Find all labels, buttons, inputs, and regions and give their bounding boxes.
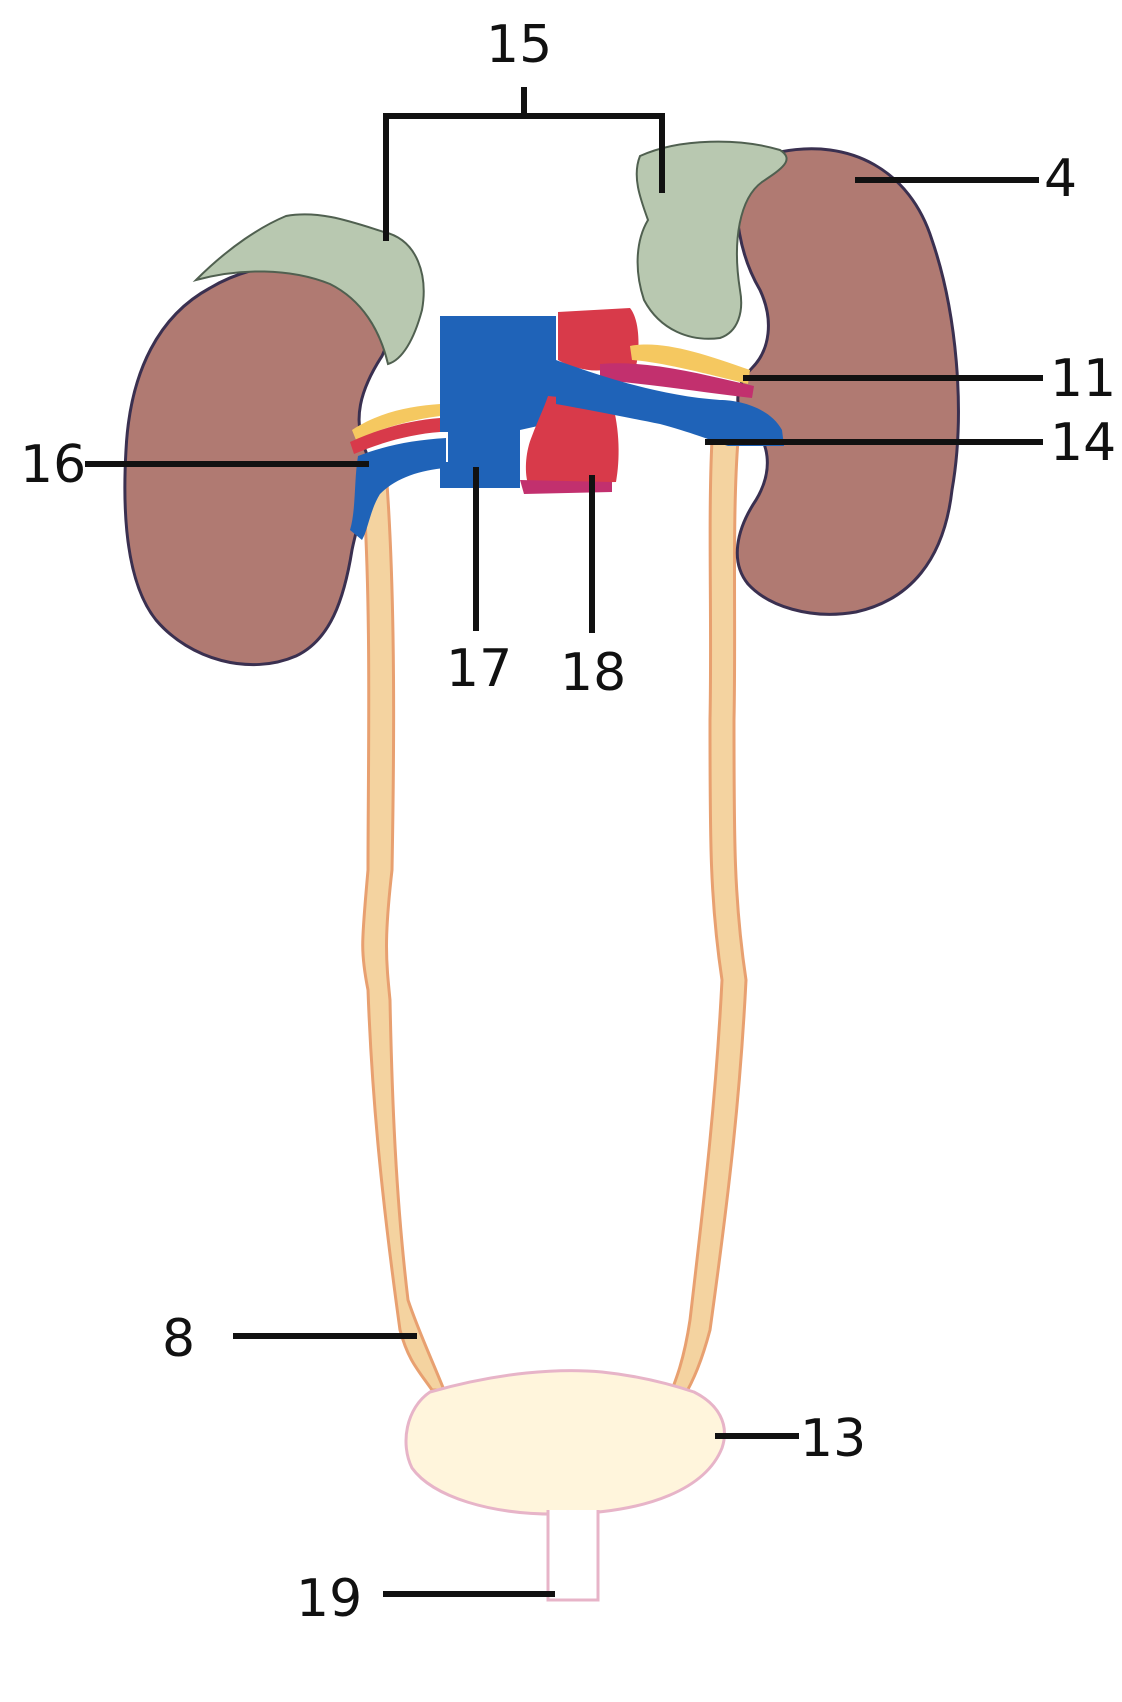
right-ureter [668,440,746,1400]
label-8: 8 [162,1309,195,1369]
urinary-bladder [406,1371,724,1515]
left-ureter [362,470,444,1390]
label-19: 19 [296,1569,362,1629]
label-14: 14 [1050,413,1116,473]
aorta-upper [558,308,638,371]
label-11: 11 [1050,349,1116,409]
aorta-wall-highlight [520,480,612,494]
label-16: 16 [20,435,86,495]
label-4: 4 [1044,149,1077,209]
urethra [548,1510,598,1600]
label-18: 18 [560,643,626,703]
label-15-bracket [386,90,662,238]
label-13: 13 [800,1409,866,1469]
label-17: 17 [446,639,512,699]
label-15: 15 [486,15,552,75]
right-kidney [737,149,958,614]
